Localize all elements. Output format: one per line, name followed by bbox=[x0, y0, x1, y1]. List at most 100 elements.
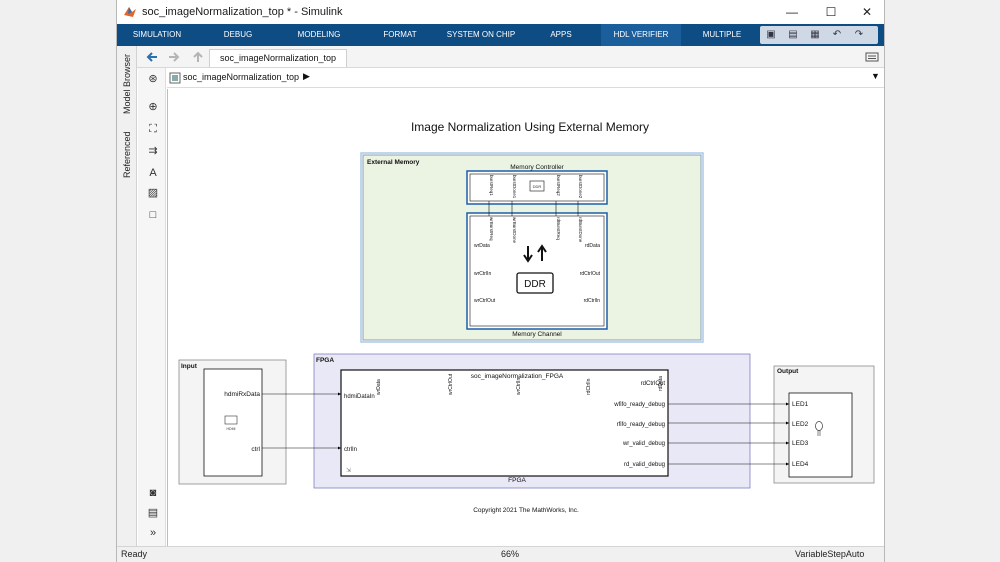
memory-controller-block[interactable]: Memory Controller DDR burstReq1 burstDon… bbox=[466, 164, 608, 205]
print-icon[interactable]: ▤ bbox=[788, 29, 798, 40]
controller-port-label: burstReq2 bbox=[556, 175, 561, 196]
ribbon-tab-strip: SIMULATION DEBUG MODELING FORMAT SYSTEM … bbox=[117, 24, 884, 46]
screenshot-icon[interactable]: ▣ bbox=[766, 29, 776, 40]
fpga-top-port-label: wrCtrlIn bbox=[516, 378, 522, 395]
tab-simulation[interactable]: SIMULATION bbox=[132, 30, 182, 39]
fpga-area[interactable]: FPGA soc_imageNormalization_FPGA FPGA wr… bbox=[313, 353, 751, 489]
left-panel-tabs: Model Browser Referenced Files bbox=[117, 46, 150, 546]
diagram-title: Image Normalization Using External Memor… bbox=[411, 120, 649, 134]
copyright-note: Copyright 2021 The MathWorks, Inc. bbox=[473, 507, 579, 514]
address-bar: soc_imageNormalization_top ▶ ▼ bbox=[167, 68, 884, 88]
fpga-block-label: FPGA bbox=[508, 477, 526, 484]
channel-port-label: wrBurstDone bbox=[512, 217, 517, 244]
minimize-button[interactable]: — bbox=[786, 5, 798, 19]
quick-access-toolbar: ▣ ▤ ▦ ↶ ↷ bbox=[760, 26, 878, 44]
tab-multiple[interactable]: MULTIPLE bbox=[702, 30, 742, 39]
down-arrow-icon bbox=[523, 246, 533, 263]
memory-controller-label: Memory Controller bbox=[510, 164, 564, 171]
keyboard-icon[interactable] bbox=[865, 51, 879, 63]
external-memory-label: External Memory bbox=[367, 159, 420, 166]
simulink-window: soc_imageNormalization_top * - Simulink … bbox=[116, 0, 885, 562]
fpga-area-label: FPGA bbox=[316, 357, 334, 364]
hide-browser-icon[interactable]: ⊛ bbox=[148, 73, 158, 85]
save-icon[interactable]: ▦ bbox=[810, 29, 820, 40]
channel-port-label: rdCtrlIn bbox=[584, 298, 601, 304]
channel-port-label: wrData bbox=[474, 243, 490, 249]
arrow-direction-icon[interactable]: ⇉ bbox=[148, 145, 158, 157]
controller-chip-label: DDR bbox=[533, 184, 542, 189]
up-arrow-icon bbox=[537, 244, 547, 261]
tab-apps[interactable]: APPS bbox=[550, 30, 572, 39]
annotation-icon[interactable]: A bbox=[149, 167, 157, 179]
model-browser-tab[interactable]: Model Browser bbox=[122, 53, 132, 115]
tab-format[interactable]: FORMAT bbox=[383, 30, 417, 39]
breadcrumb-model[interactable]: soc_imageNormalization_top bbox=[183, 72, 300, 82]
controller-port-label: burstDone1 bbox=[512, 175, 517, 199]
output-block[interactable] bbox=[788, 392, 853, 478]
signal-lines bbox=[262, 392, 789, 466]
fpga-input-port-label: hdmiDataIn bbox=[344, 394, 375, 400]
maximize-button[interactable]: ☐ bbox=[825, 5, 837, 19]
channel-port-label: wrCtrlIn bbox=[474, 271, 491, 277]
zoom-icon[interactable]: ⊕ bbox=[148, 101, 158, 113]
tab-debug[interactable]: DEBUG bbox=[223, 30, 253, 39]
channel-port-label: rdBurstDone bbox=[578, 217, 583, 243]
zoom-level[interactable]: 66% bbox=[501, 549, 520, 559]
back-arrow-icon[interactable] bbox=[145, 50, 159, 64]
fpga-port-label: rdCtrlOut bbox=[641, 381, 666, 387]
fpga-output-port-label: rd_valid_debug bbox=[624, 462, 665, 468]
fpga-output-port-label: wfifo_ready_debug bbox=[613, 402, 665, 408]
fpga-output-port-label: rfifo_ready_debug bbox=[617, 422, 665, 428]
fpga-input-port-label: ctrlIn bbox=[344, 447, 357, 453]
channel-port-label: rdBurstReq bbox=[556, 217, 561, 240]
output-port-label: LED4 bbox=[792, 461, 809, 468]
up-arrow-icon[interactable] bbox=[191, 50, 205, 64]
camera-icon[interactable]: ◙ bbox=[149, 487, 157, 499]
solver-name[interactable]: VariableStepAuto bbox=[795, 549, 865, 559]
tab-hdl-verifier[interactable]: HDL VERIFIER bbox=[601, 24, 681, 46]
address-dropdown-icon[interactable]: ▼ bbox=[871, 71, 880, 81]
image-icon[interactable]: ▨ bbox=[147, 187, 159, 199]
channel-port-label: wrBurstReq bbox=[489, 217, 494, 241]
simulink-app-icon bbox=[124, 7, 136, 17]
fpga-top-port-label: rdData bbox=[658, 376, 664, 391]
breadcrumb-chevron-icon[interactable]: ▶ bbox=[303, 71, 310, 81]
hdmi-icon-label: HDMI bbox=[227, 427, 236, 431]
tab-system-on-chip[interactable]: SYSTEM ON CHIP bbox=[446, 30, 516, 39]
referenced-files-tab[interactable]: Referenced Files bbox=[122, 131, 150, 179]
fpga-block-title: soc_imageNormalization_FPGA bbox=[471, 373, 564, 380]
memory-channel-block[interactable]: Memory Channel DDR wrBurstReq wrBurstDon… bbox=[466, 212, 608, 338]
output-label: Output bbox=[777, 368, 799, 375]
fit-to-view-icon[interactable]: ⛶ bbox=[149, 123, 157, 135]
undo-icon[interactable]: ↶ bbox=[832, 29, 842, 40]
title-bar: soc_imageNormalization_top * - Simulink … bbox=[117, 0, 884, 24]
output-area[interactable]: Output LED1 LED2 LED3 LED4 bbox=[773, 365, 875, 484]
area-icon[interactable]: □ bbox=[149, 209, 157, 221]
close-button[interactable]: ✕ bbox=[861, 5, 873, 19]
channel-chip-label: DDR bbox=[524, 279, 546, 290]
canvas-tool-palette: ⊛ ⊕ ⛶ ⇉ A ▨ □ ◙ ▤ » bbox=[138, 68, 166, 546]
memory-channel-label: Memory Channel bbox=[512, 331, 562, 338]
fpga-top-port-label: wrData bbox=[376, 379, 382, 395]
expand-chevron-icon[interactable]: » bbox=[149, 527, 157, 539]
model-data-icon[interactable]: ▤ bbox=[147, 507, 159, 519]
tab-modeling[interactable]: MODELING bbox=[297, 30, 341, 39]
redo-icon[interactable]: ↷ bbox=[854, 29, 864, 40]
subsystem-link-icon: ⇲ bbox=[346, 467, 351, 474]
ddr-chip-small-icon bbox=[529, 180, 545, 192]
hdmi-icon bbox=[224, 415, 238, 425]
ddr-chip-icon bbox=[516, 272, 554, 294]
document-tab[interactable]: soc_imageNormalization_top bbox=[209, 49, 348, 67]
output-port-label: LED2 bbox=[792, 421, 809, 428]
status-bar: Ready 66% VariableStepAuto bbox=[117, 546, 884, 562]
controller-channel-connections bbox=[488, 201, 579, 216]
model-canvas[interactable]: Image Normalization Using External Memor… bbox=[167, 89, 884, 546]
fpga-top-port-label: wrCtrlOut bbox=[448, 373, 454, 395]
fpga-block[interactable] bbox=[340, 369, 669, 477]
input-area[interactable]: Input hdmiRxData ctrl HDMI bbox=[178, 359, 287, 485]
block-diagram: Image Normalization Using External Memor… bbox=[178, 120, 875, 514]
output-port-label: LED1 bbox=[792, 401, 809, 408]
forward-arrow-icon[interactable] bbox=[167, 50, 181, 64]
channel-port-label: rdData bbox=[585, 243, 600, 249]
led-icon bbox=[815, 421, 823, 436]
